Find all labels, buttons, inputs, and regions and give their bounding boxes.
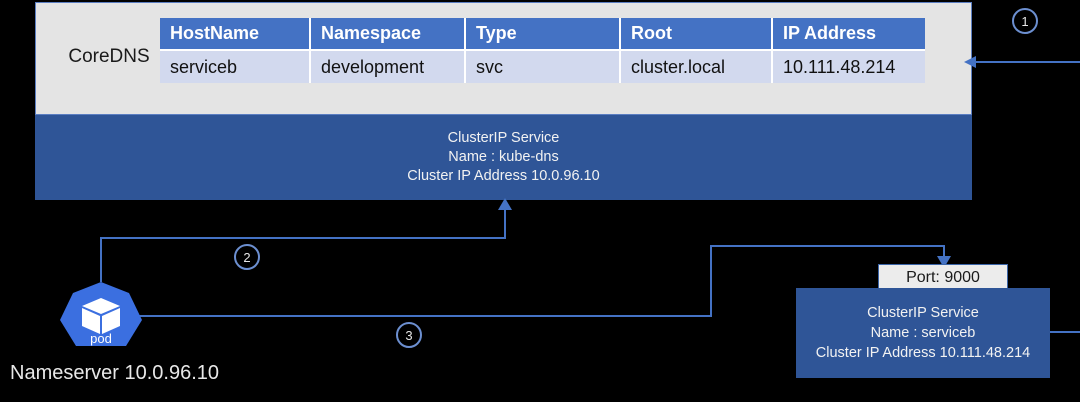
column-header-type: Type [465,18,621,50]
connector-serviceb-tail [1050,331,1080,333]
connector-3-seg-v2 [943,245,945,259]
table-row: serviceb development svc cluster.local 1… [160,49,925,83]
kube-dns-service-name: Name : kube-dns [448,149,559,165]
serviceb-service-title: ClusterIP Service [867,305,979,321]
column-header-root: Root [620,18,773,50]
connector-1-arrowhead [964,56,976,68]
column-header-ip: IP Address [772,18,925,50]
table-header-row: HostName Namespace Type Root IP Address [160,18,925,50]
svg-text:pod: pod [90,331,112,346]
pod-icon: pod [56,280,146,352]
cell-ip: 10.111.48.214 [772,49,925,83]
coredns-group: CoreDNS HostName Namespace Type Root IP … [35,2,972,200]
connector-3-seg-h2 [710,245,945,247]
dns-records-table: HostName Namespace Type Root IP Address … [160,18,925,83]
connector-3-arrowhead [937,256,951,268]
column-header-hostname: HostName [160,18,311,50]
connector-2-seg-v2 [504,209,506,239]
serviceb-service-name: Name : serviceb [870,325,976,341]
connector-1-line [974,61,1080,63]
connector-3-seg-v1 [710,245,712,317]
cell-namespace: development [310,49,466,83]
serviceb-service-box: ClusterIP Service Name : serviceb Cluste… [796,288,1050,378]
cell-type: svc [465,49,621,83]
port-badge: Port: 9000 [878,264,1008,291]
pod-nameserver-caption: Nameserver 10.0.96.10 [10,362,220,384]
cell-root: cluster.local [620,49,773,83]
column-header-namespace: Namespace [310,18,466,50]
connector-3-seg-h1 [139,315,712,317]
kube-dns-service-title: ClusterIP Service [447,130,560,146]
serviceb-service-ip: Cluster IP Address 10.111.48.214 [815,345,1031,361]
step-badge-2: 2 [234,244,260,270]
cell-hostname: serviceb [160,49,311,83]
kube-dns-service-box: ClusterIP Service Name : kube-dns Cluste… [35,115,972,200]
connector-2-arrowhead [498,198,512,210]
kube-dns-service-ip: Cluster IP Address 10.0.96.10 [407,168,600,184]
step-badge-3: 3 [396,322,422,348]
connector-2-seg-v1 [100,237,102,282]
step-badge-1: 1 [1012,8,1038,34]
coredns-title: CoreDNS [68,46,150,67]
connector-2-seg-h [100,237,506,239]
